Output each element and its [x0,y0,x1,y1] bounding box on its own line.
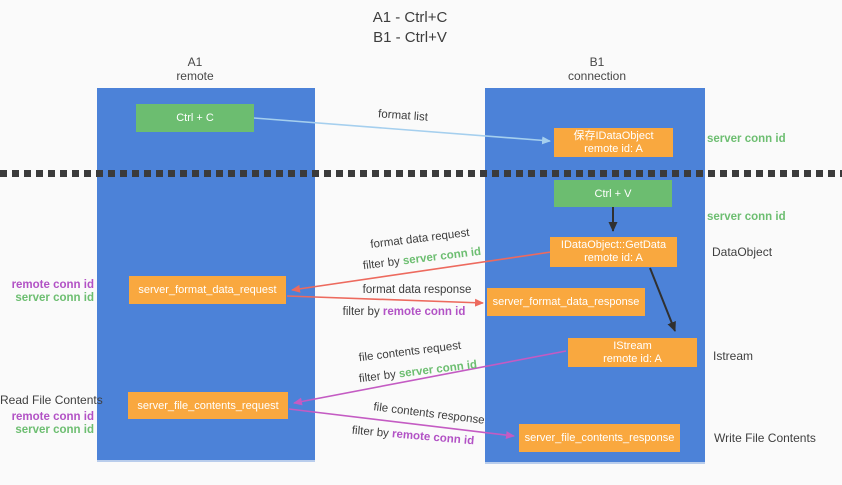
server-conn-id-label-file: server conn id [15,424,94,436]
format-data-request-label: format data request [369,226,471,252]
page-title: A1 - Ctrl+C B1 - Ctrl+V [330,8,490,48]
remote-conn-id-text: remote conn id [391,428,475,448]
column-b-subtitle: connection [567,69,627,83]
session-divider [0,170,842,177]
remote-conn-id-label-file: remote conn id [11,411,94,423]
column-a-subtitle: remote [176,69,214,83]
column-b-id: B1 [589,55,605,69]
format-list-label: format list [377,108,429,124]
dataobject-label: DataObject [712,245,773,259]
server-format-data-request-box: server_format_data_request [129,276,286,304]
file-contents-response-label: file contents response [372,401,486,427]
save-dataobject-box: 保存IDataObject remote id: A [554,128,673,157]
file-contents-request-label: file contents request [358,339,462,365]
filter-by-text: filter by [358,368,397,386]
ctrl-v-box: Ctrl + V [554,180,672,207]
format-data-response-label: format data response [362,284,472,296]
save-dataobject-line2: remote id: A [584,142,643,155]
istream-box: IStream remote id: A [568,338,697,367]
conn-id-group-format: remote conn id server conn id [0,279,94,305]
filter-by-text: filter by [351,424,390,440]
column-a-id: A1 [187,55,203,69]
column-a-header: A1 remote [145,55,245,83]
remote-conn-id-label-format: remote conn id [11,279,94,291]
istream-side-label: Istream [713,349,754,363]
istream-line1: IStream [613,339,652,352]
remote-conn-id-text: remote conn id [382,306,466,318]
istream-line2: remote id: A [603,352,662,365]
server-format-data-response-box: server_format_data_response [487,288,645,316]
column-b-header: B1 connection [547,55,647,83]
filter-by-text: filter by [342,306,380,318]
filter-by-remote-conn-id-label-file: filter by remote conn id [351,425,474,448]
filter-by-remote-conn-id-label-format: filter by remote conn id [343,306,466,318]
getdata-line1: IDataObject::GetData [560,239,667,251]
filter-by-server-conn-id-label-file: filter by server conn id [358,359,477,385]
conn-id-group-file: remote conn id server conn id [0,411,94,437]
getdata-line2: remote id: A [584,252,643,264]
read-file-contents-label: Read File Contents [0,393,103,407]
getdata-box: IDataObject::GetData remote id: A [550,237,677,267]
save-dataobject-line1: 保存IDataObject [573,129,654,142]
title-line-2: B1 - Ctrl+V [373,29,447,46]
write-file-contents-label: Write File Contents [714,431,816,445]
server-conn-id-text: server conn id [402,245,482,268]
server-conn-id-label-top: server conn id [707,133,786,145]
title-line-1: A1 - Ctrl+C [372,9,448,26]
filter-by-text: filter by [362,255,401,273]
arrow-format-data-response [286,295,484,307]
ctrl-c-box: Ctrl + C [136,104,254,132]
server-conn-id-label-mid: server conn id [707,211,786,223]
server-file-contents-response-box: server_file_contents_response [519,424,680,452]
server-conn-id-label-format: server conn id [15,292,94,304]
server-conn-id-text: server conn id [398,358,478,381]
server-file-contents-request-box: server_file_contents_request [128,392,288,419]
